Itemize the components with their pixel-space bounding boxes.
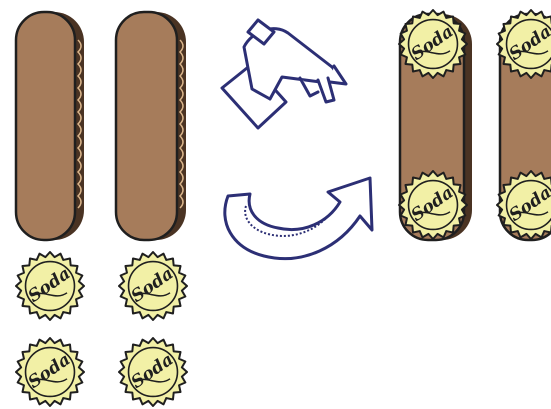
bottle-cap-loose-3: Soda bbox=[16, 338, 84, 406]
cardboard-strip-left-1 bbox=[16, 12, 84, 240]
bottle-cap-loose-1: Soda bbox=[16, 252, 84, 320]
curved-arrow-icon bbox=[225, 178, 372, 259]
cardboard-strip-left-2 bbox=[116, 12, 186, 240]
bottle-cap-loose-4: Soda bbox=[119, 338, 187, 406]
bottle-cap-loose-2: Soda bbox=[119, 252, 187, 320]
glue-gun-icon bbox=[222, 20, 346, 128]
